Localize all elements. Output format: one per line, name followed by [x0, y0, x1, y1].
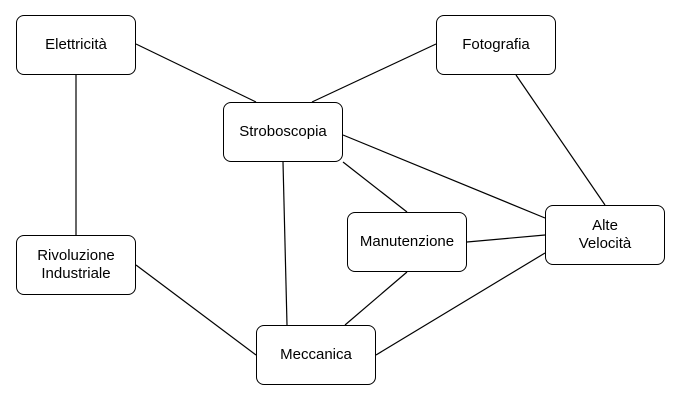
node-stroboscopia-label: Stroboscopia: [239, 123, 327, 140]
edge-stroboscopia-meccanica: [282, 161, 288, 326]
edge-fotografia-stroboscopia: [311, 43, 437, 103]
node-elettricita: Elettricità: [16, 15, 136, 75]
edge-rivoluzione-meccanica: [135, 264, 257, 356]
node-stroboscopia: Stroboscopia: [223, 102, 343, 162]
edge-meccanica-alte: [375, 252, 546, 356]
node-alte-velocita-label: Alte Velocità: [578, 217, 632, 252]
edge-manutenzione-meccanica: [344, 271, 408, 326]
edge-elettricita-stroboscopia: [135, 43, 257, 103]
node-rivoluzione-industriale: Rivoluzione Industriale: [16, 235, 136, 295]
node-rivoluzione-industriale-label: Rivoluzione Industriale: [37, 247, 115, 282]
edge-stroboscopia-alte: [342, 134, 546, 219]
node-meccanica-label: Meccanica: [280, 346, 352, 363]
node-manutenzione: Manutenzione: [347, 212, 467, 272]
node-manutenzione-label: Manutenzione: [359, 233, 455, 250]
edge-stroboscopia-manutenzione: [342, 161, 408, 213]
node-fotografia-label: Fotografia: [462, 36, 530, 53]
edge-fotografia-alte: [515, 74, 606, 206]
node-fotografia: Fotografia: [436, 15, 556, 75]
edge-manutenzione-alte: [466, 234, 546, 243]
node-alte-velocita: Alte Velocità: [545, 205, 665, 265]
node-meccanica: Meccanica: [256, 325, 376, 385]
node-elettricita-label: Elettricità: [45, 36, 107, 53]
